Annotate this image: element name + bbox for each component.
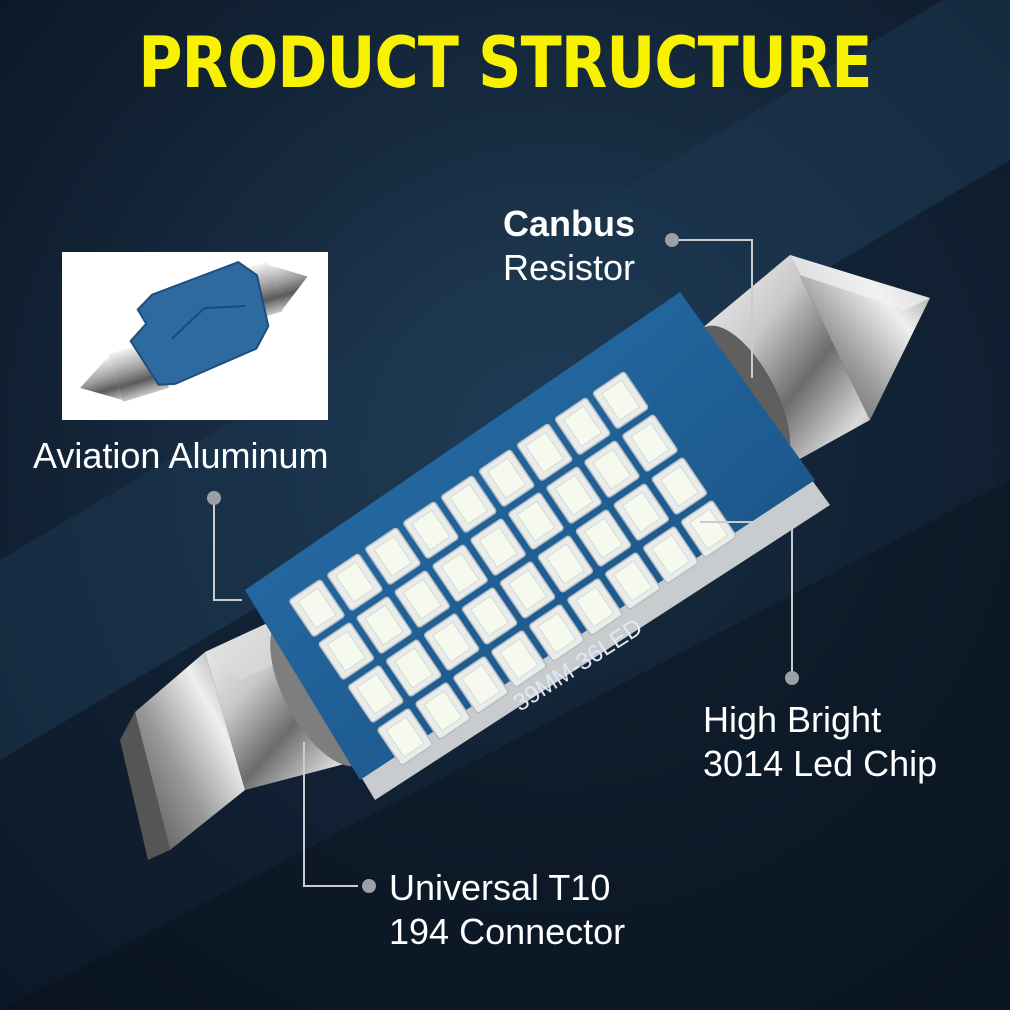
led-chip — [289, 579, 345, 637]
led-chip — [584, 440, 640, 498]
led-chip — [403, 501, 459, 559]
led-chip — [356, 596, 412, 654]
led-chip — [461, 587, 518, 645]
connector-label: Universal T10 194 Connector — [389, 866, 625, 954]
led-chip — [613, 483, 669, 541]
led-chip — [508, 492, 564, 550]
led-chip — [491, 630, 547, 688]
inset-bulb-back-icon — [80, 260, 308, 402]
led-chip — [432, 544, 488, 602]
chip-label: High Bright 3014 Led Chip — [703, 698, 937, 786]
led-chip — [517, 423, 573, 481]
canbus-label: Canbus Resistor — [503, 202, 635, 290]
connector-line1: Universal T10 — [389, 867, 611, 908]
led-chip — [554, 397, 611, 455]
led-chip — [567, 578, 623, 636]
led-chip — [622, 414, 678, 472]
led-chip — [605, 552, 661, 610]
callout-dots — [207, 233, 799, 893]
chip-line2: 3014 Led Chip — [703, 743, 938, 784]
led-chip — [453, 656, 509, 714]
led-chip — [479, 449, 535, 507]
canbus-title: Canbus — [503, 203, 636, 244]
inset-photo — [62, 252, 328, 420]
led-chip — [575, 509, 632, 567]
canbus-sub: Resistor — [503, 247, 636, 288]
led-chip — [643, 526, 699, 584]
led-chip — [318, 622, 374, 680]
aviation-label: Aviation Aluminum — [33, 434, 329, 478]
led-chip — [365, 527, 421, 585]
led-chip — [592, 371, 649, 429]
aviation-text: Aviation Aluminum — [33, 435, 329, 476]
connector-line2: 194 Connector — [389, 911, 626, 952]
led-chip-array — [289, 371, 737, 766]
led-chip — [537, 535, 594, 593]
led-chip — [529, 604, 585, 662]
led-chip — [394, 570, 450, 628]
led-chip — [470, 518, 526, 576]
led-chip — [424, 613, 480, 671]
led-chip — [499, 561, 556, 619]
callout-dot-icon — [785, 671, 799, 685]
led-chip — [651, 457, 707, 515]
led-chip — [327, 553, 383, 611]
callout-dot-icon — [207, 491, 221, 505]
callout-dot-icon — [362, 879, 376, 893]
led-chip — [386, 639, 442, 697]
callout-lines — [213, 239, 793, 887]
callout-dot-icon — [665, 233, 679, 247]
page-title: PRODUCT STRUCTURE — [138, 22, 872, 104]
led-chip — [348, 665, 404, 723]
led-chip — [546, 466, 602, 524]
chip-line1: High Bright — [703, 699, 882, 740]
led-chip — [377, 708, 433, 766]
led-chip — [441, 475, 497, 533]
led-chip — [415, 682, 471, 740]
led-chip — [681, 500, 737, 558]
